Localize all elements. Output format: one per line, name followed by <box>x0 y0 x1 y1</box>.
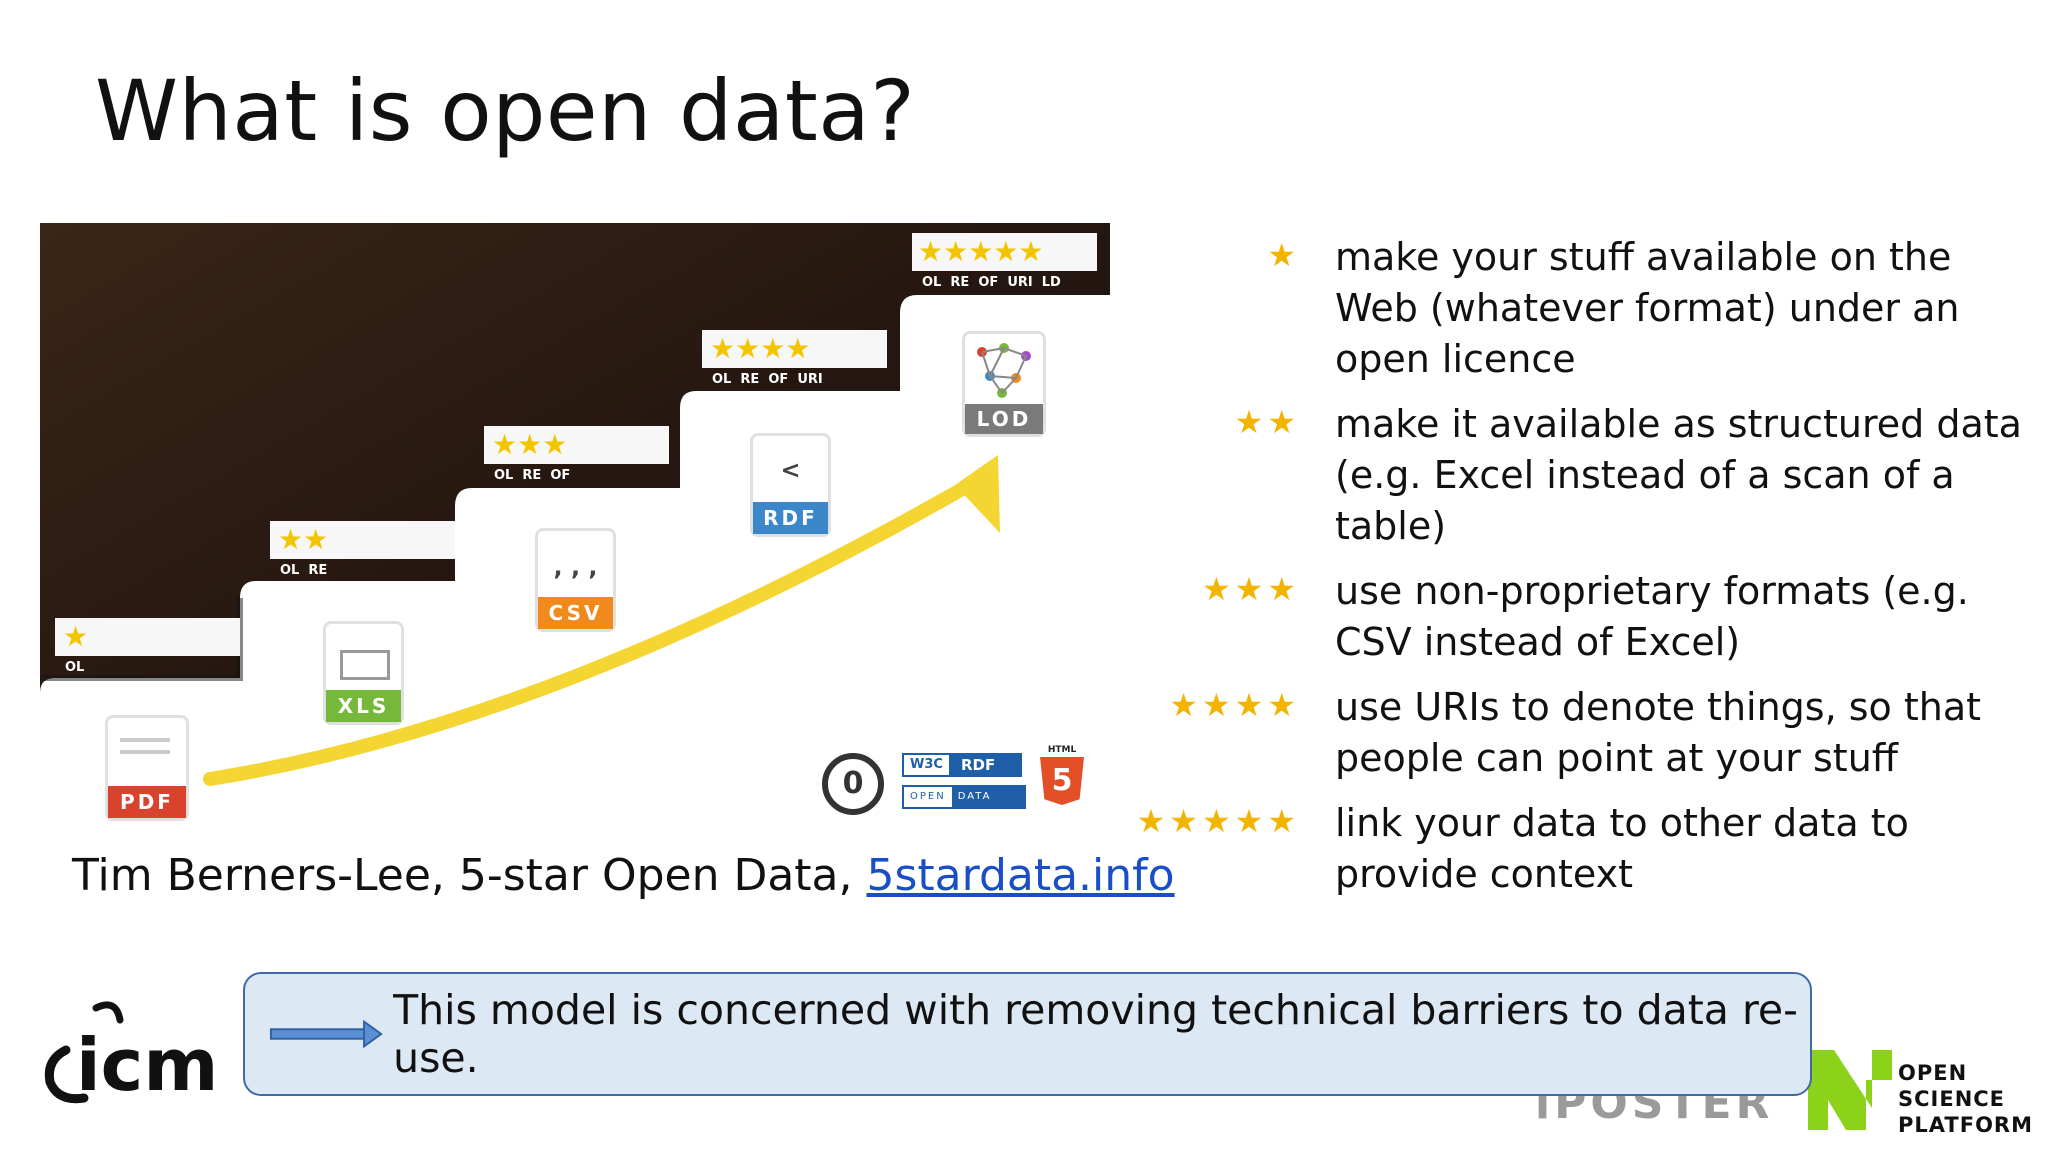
cc0-badge: 0 <box>822 753 884 815</box>
rule-3-stars-icon: ★★★ <box>1201 570 1300 608</box>
step-2-stars: ★★ <box>270 521 455 559</box>
caption-text: Tim Berners-Lee, 5-star Open Data, <box>72 850 867 901</box>
osp-line-1: OPEN <box>1898 1061 1968 1085</box>
rule-5: ★★★★★ link your data to other data to pr… <box>1110 798 2030 900</box>
rule-2-stars-icon: ★★ <box>1234 403 1300 441</box>
five-star-staircase-image: ★ OL ★★ OL RE ★★★ OL RE OF ★★★★ OL RE OF… <box>40 223 1110 837</box>
rule-1-stars-icon: ★ <box>1267 236 1300 274</box>
step-4-stars: ★★★★ <box>702 330 887 368</box>
rule-5-text: link your data to other data to provide … <box>1335 801 1909 896</box>
rule-1-text: make your stuff available on the Web (wh… <box>1335 235 1960 381</box>
rule-3: ★★★ use non-proprietary formats (e.g. CS… <box>1110 566 2030 668</box>
step-3-label: ★★★ OL RE OF <box>484 426 669 486</box>
osp-logo-text: OPEN SCIENCE PLATFORM <box>1898 1060 2033 1138</box>
step-4-label: ★★★★ OL RE OF URI <box>702 330 887 390</box>
pdf-format-label: PDF <box>108 786 186 818</box>
image-caption: Tim Berners-Lee, 5-star Open Data, 5star… <box>72 850 1175 901</box>
csv-file-icon: , , , CSV <box>535 528 616 632</box>
step-5-stars: ★★★★★ <box>912 233 1097 271</box>
html5-badge: HTML 5 <box>1040 745 1084 809</box>
rule-2: ★★ make it available as structured data … <box>1110 399 2030 552</box>
step-2-label: ★★ OL RE <box>270 521 455 581</box>
rule-3-text: use non-proprietary formats (e.g. CSV in… <box>1335 569 1969 664</box>
icm-logo-text: icm <box>76 1023 218 1107</box>
icm-logo: icm <box>36 990 236 1120</box>
step-2-criteria: OL RE <box>280 563 328 578</box>
five-star-rules-list: ★ make your stuff available on the Web (… <box>1110 232 2030 914</box>
w3c-rdf-badge: W3C RDF <box>902 753 1022 777</box>
rule-5-stars-icon: ★★★★★ <box>1136 802 1300 840</box>
step-1-label: ★ OL <box>55 618 240 678</box>
step-1-criteria: OL <box>65 660 85 675</box>
open-data-badge: OPEN DATA <box>902 785 1026 809</box>
step-5-criteria: OL RE OF URI LD <box>922 275 1061 290</box>
html-badge-label: HTML <box>1047 745 1077 755</box>
osp-line-3: PLATFORM <box>1898 1113 2033 1137</box>
five-star-data-link[interactable]: 5stardata.info <box>866 850 1175 901</box>
note-text: This model is concerned with removing te… <box>393 986 1798 1082</box>
xls-file-icon: XLS <box>323 621 404 725</box>
data-badge-label: DATA <box>951 787 1024 807</box>
open-badge-label: OPEN <box>904 787 952 807</box>
w3c-badge-label: W3C <box>902 753 951 777</box>
step-5-label: ★★★★★ OL RE OF URI LD <box>912 233 1097 293</box>
open-science-platform-logo <box>1806 1040 2036 1140</box>
rule-4: ★★★★ use URIs to denote things, so that … <box>1110 682 2030 784</box>
rdf-file-icon: < RDF <box>750 433 831 537</box>
rdf-badge-label: RDF <box>950 753 1022 777</box>
step-1-stars: ★ <box>55 618 240 656</box>
pdf-file-icon: PDF <box>105 715 189 821</box>
slide-title: What is open data? <box>95 62 916 160</box>
rule-4-text: use URIs to denote things, so that peopl… <box>1335 685 1982 780</box>
step-4-criteria: OL RE OF URI <box>712 372 823 387</box>
step-3-stars: ★★★ <box>484 426 669 464</box>
osp-line-2: SCIENCE <box>1898 1087 2006 1111</box>
step-3-criteria: OL RE OF <box>494 468 571 483</box>
rule-4-stars-icon: ★★★★ <box>1169 686 1300 724</box>
note-box: This model is concerned with removing te… <box>243 972 1812 1096</box>
html5-shield-icon: 5 <box>1040 757 1084 805</box>
csv-format-label: CSV <box>538 597 613 629</box>
lod-format-label: LOD <box>965 404 1043 434</box>
xls-format-label: XLS <box>326 690 401 722</box>
right-arrow-icon <box>269 1019 383 1049</box>
rule-2-text: make it available as structured data (e.… <box>1335 402 2022 548</box>
rdf-format-label: RDF <box>753 502 828 534</box>
lod-cloud-icon: LOD <box>962 331 1046 437</box>
rule-1: ★ make your stuff available on the Web (… <box>1110 232 2030 385</box>
